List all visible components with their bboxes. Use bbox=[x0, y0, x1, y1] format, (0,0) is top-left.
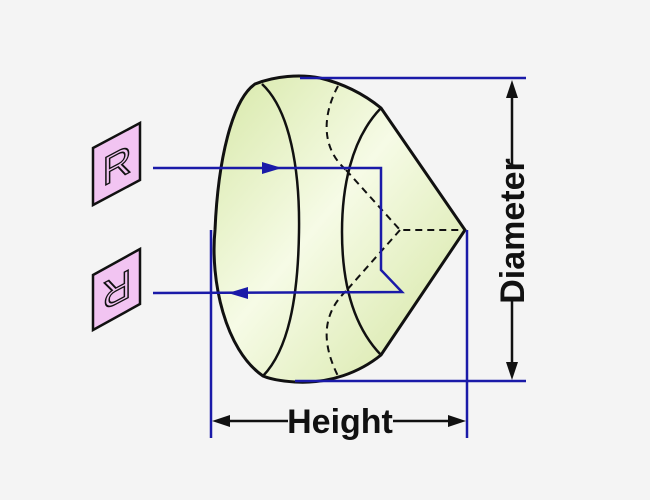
height-label: Height bbox=[287, 403, 393, 441]
hidden-edges bbox=[325, 85, 465, 377]
input-image-card: R bbox=[91, 120, 142, 208]
incoming-arrow-icon bbox=[262, 162, 282, 174]
return-arrow-icon bbox=[228, 287, 248, 299]
light-beam bbox=[152, 162, 405, 299]
front-face-edge bbox=[261, 83, 301, 377]
cone-base-edge bbox=[340, 107, 382, 356]
diameter-dimension bbox=[506, 80, 518, 380]
prism-body bbox=[212, 74, 467, 384]
output-image-card: R bbox=[91, 246, 142, 333]
diameter-label: Diameter bbox=[494, 158, 532, 304]
height-dimension bbox=[212, 415, 466, 427]
dimension-extension-lines bbox=[209, 76, 526, 438]
